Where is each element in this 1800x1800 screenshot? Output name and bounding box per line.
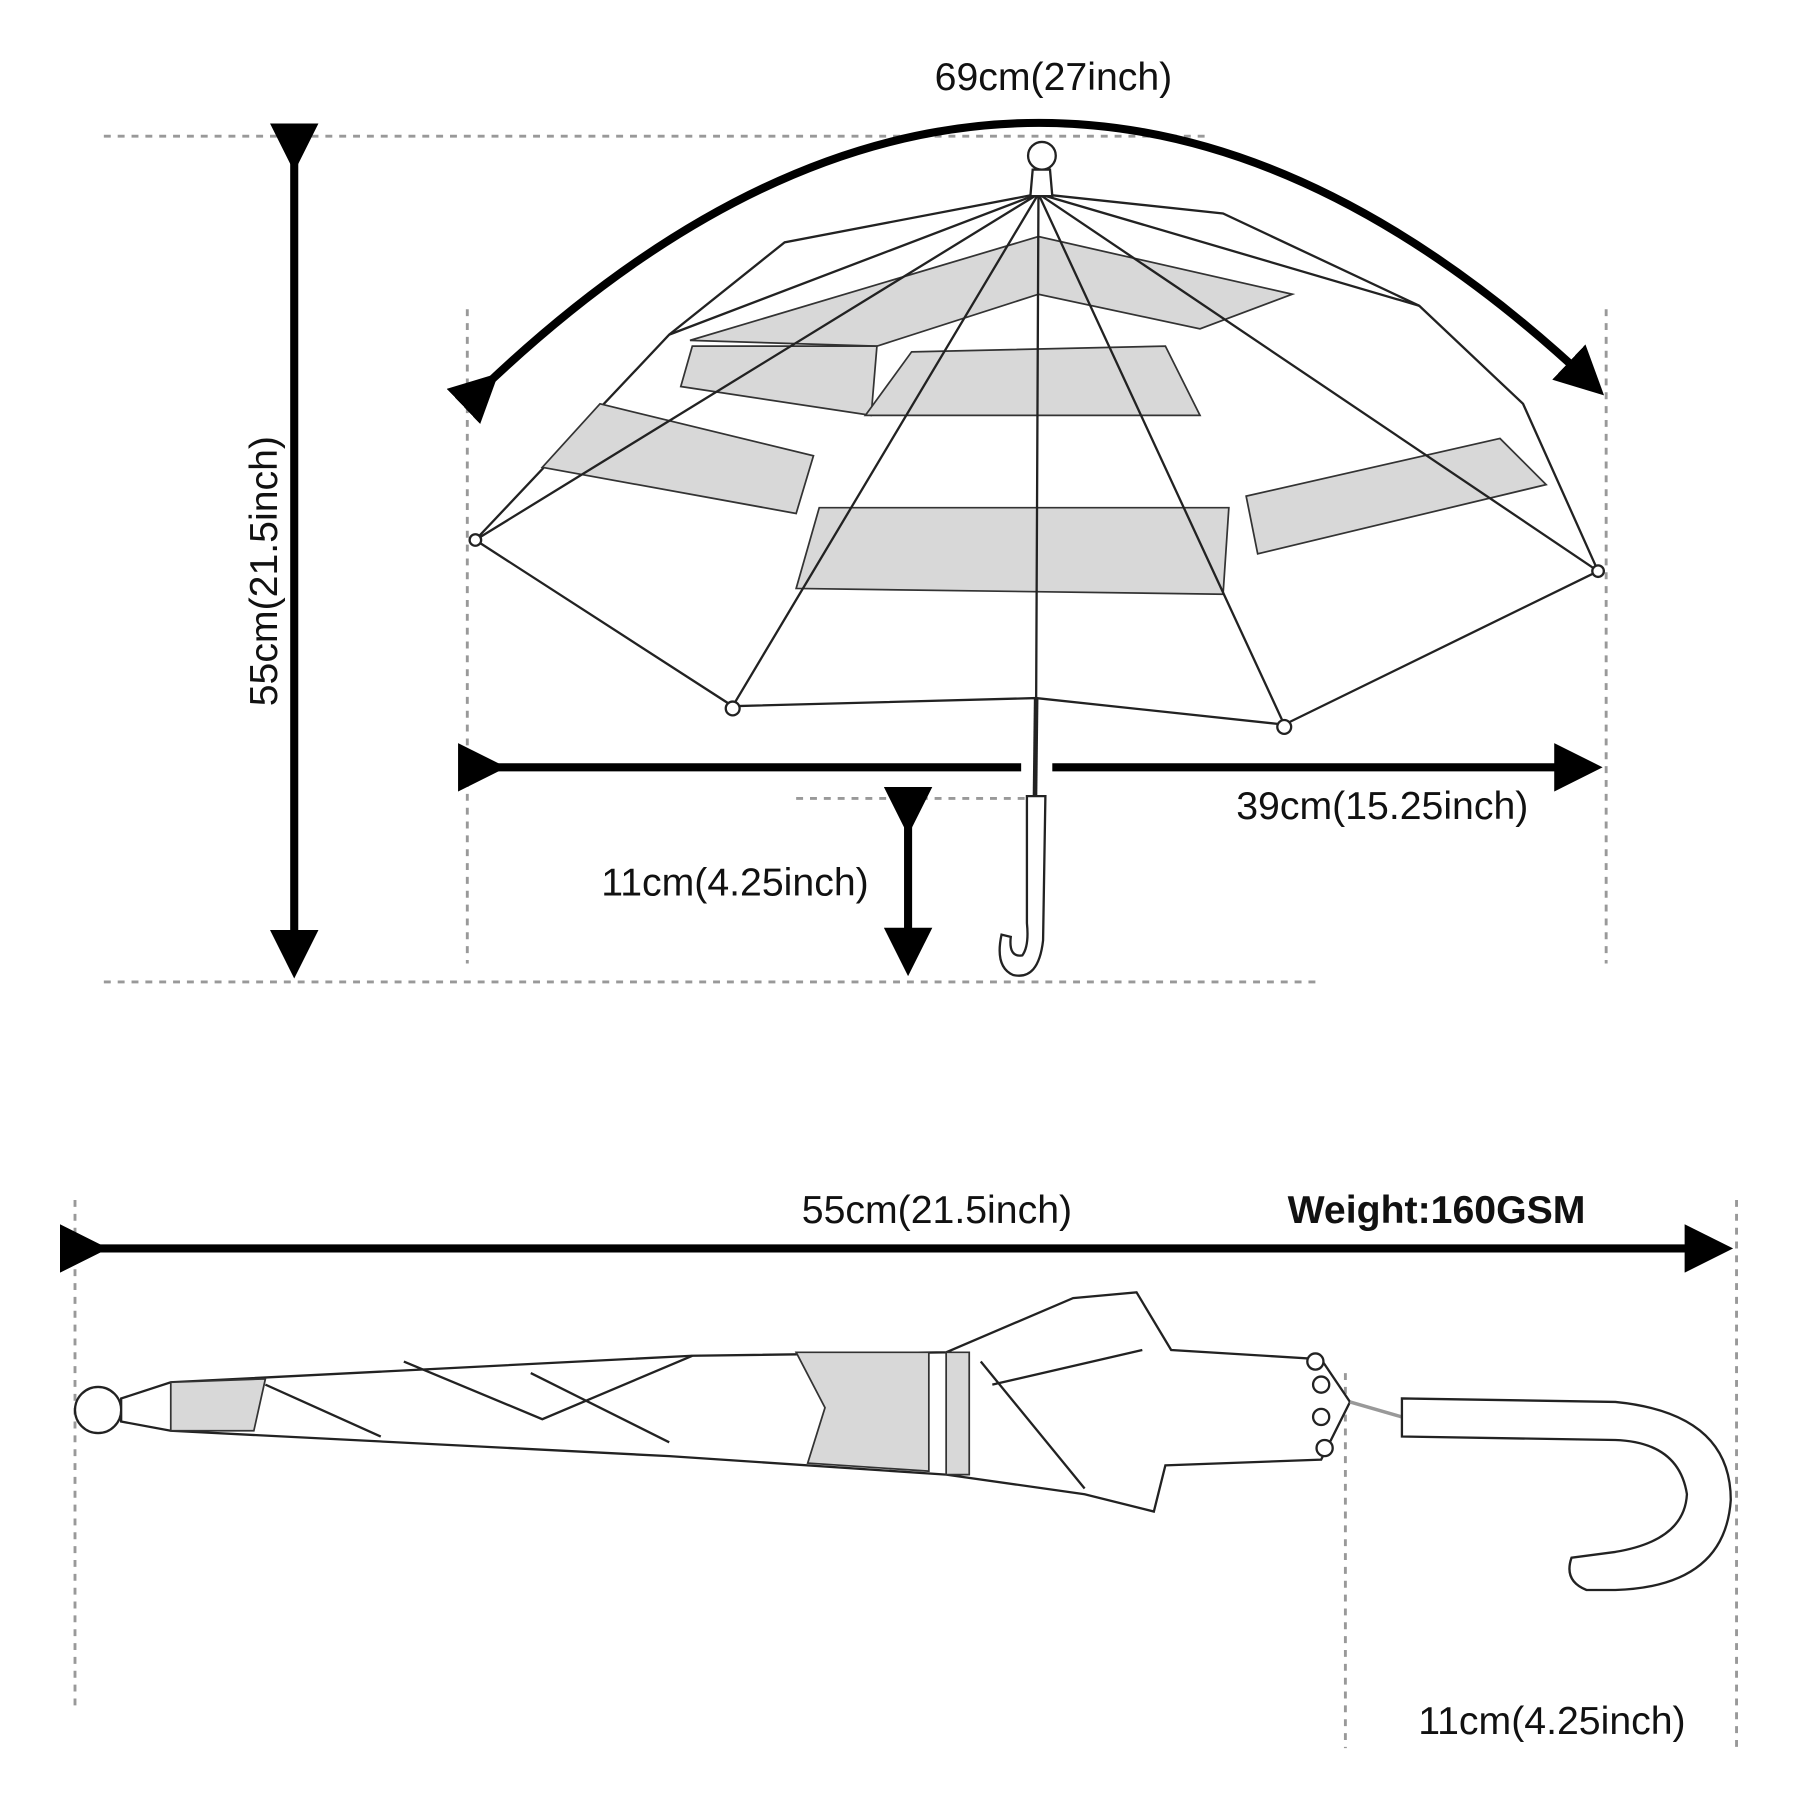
height-label: 55cm(21.5inch) bbox=[242, 436, 286, 706]
open-umbrella-drawing bbox=[468, 140, 1605, 977]
diameter-label: 39cm(15.25inch) bbox=[1236, 784, 1528, 828]
arc-width-arrow bbox=[446, 118, 1605, 425]
closed-handle-length-label: 11cm(4.25inch) bbox=[1418, 1699, 1685, 1743]
closed-length-label: 55cm(21.5inch) bbox=[802, 1188, 1072, 1232]
open-umbrella-section: 69cm(27inch) 55cm(21.5inch) 39cm(15.25in… bbox=[103, 55, 1608, 984]
arc-width-label: 69cm(27inch) bbox=[935, 55, 1173, 99]
handle-length-label: 11cm(4.25inch) bbox=[601, 860, 868, 904]
closed-umbrella-section: 55cm(21.5inch) Weight:160GSM 11cm(4.25in… bbox=[59, 1188, 1738, 1749]
weight-label: Weight:160GSM bbox=[1288, 1188, 1586, 1232]
closed-umbrella-drawing bbox=[73, 1291, 1732, 1592]
